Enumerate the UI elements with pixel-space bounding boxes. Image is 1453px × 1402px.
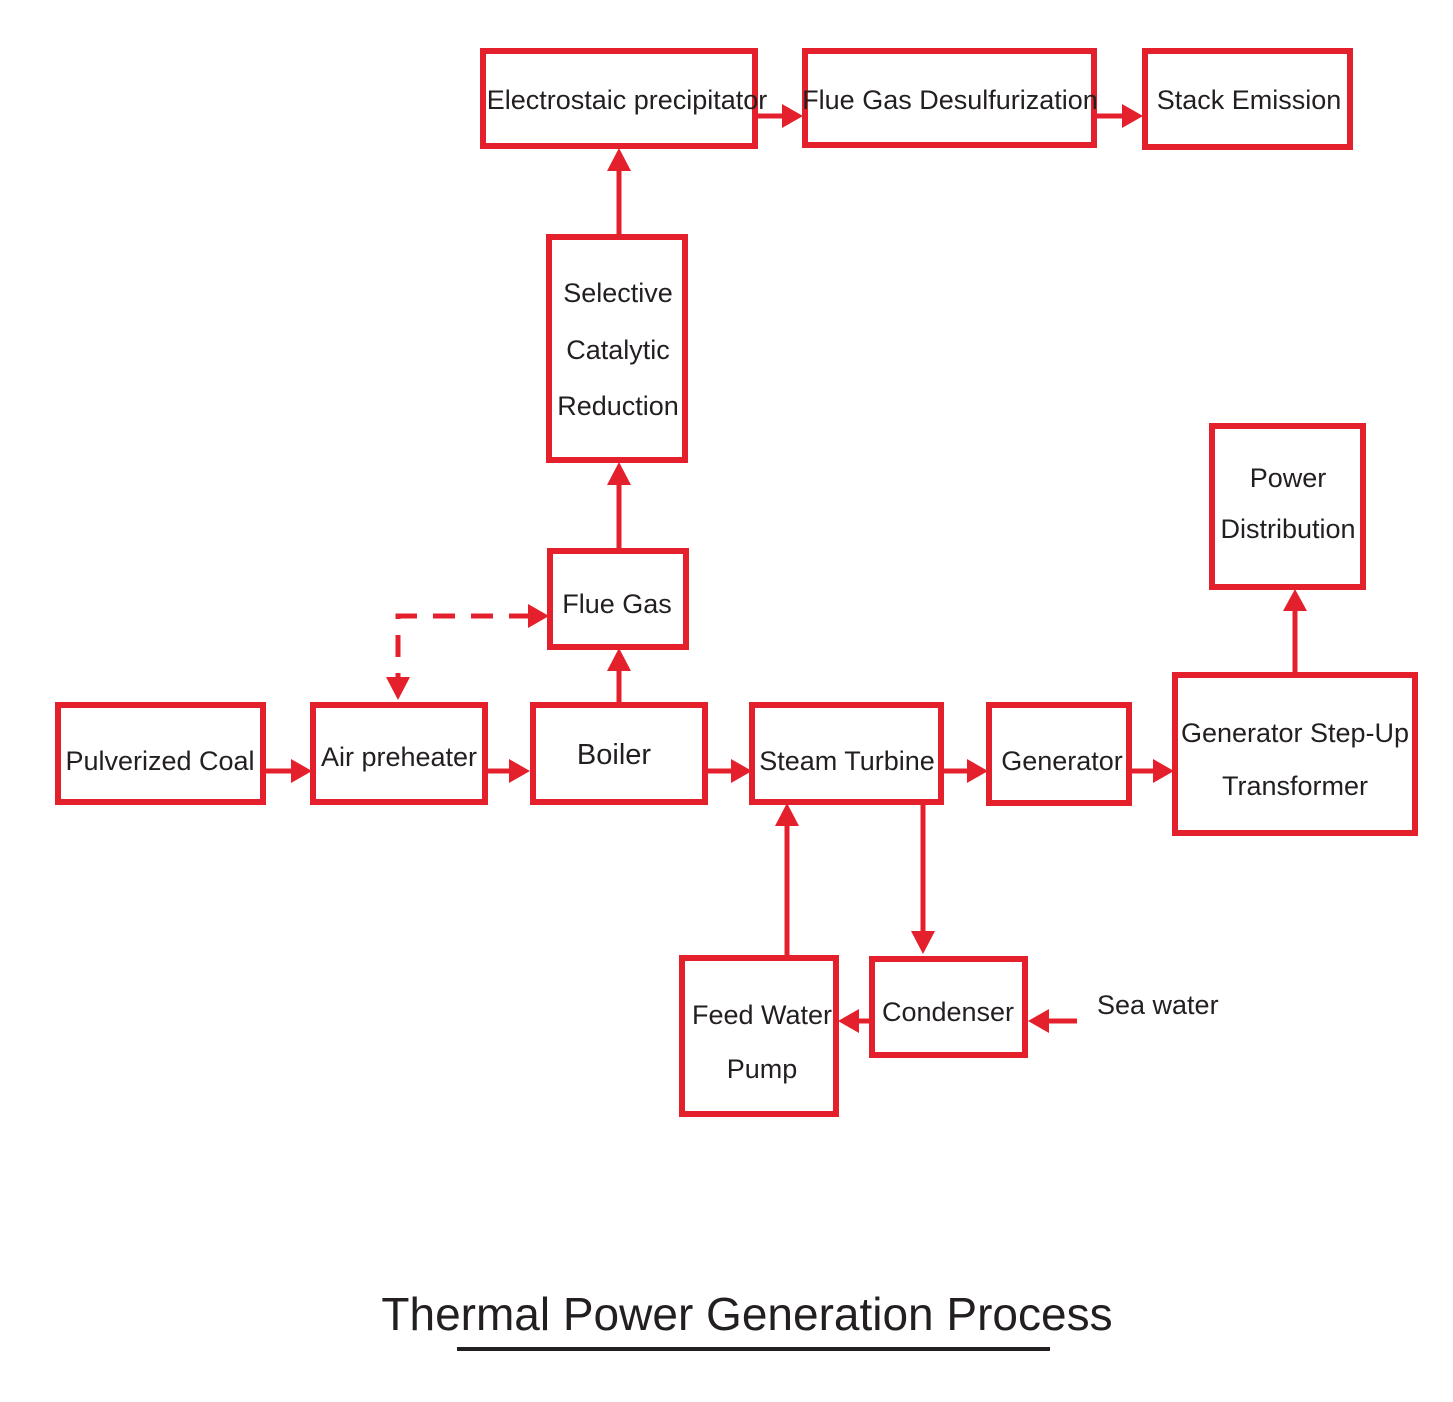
arrowhead (731, 759, 752, 783)
node-condenser: Condenser (869, 956, 1028, 1058)
node-selective-catalytic-reduction: Selective Catalytic Reduction (546, 234, 688, 463)
node-label-line-1: Selective (563, 278, 673, 308)
arrowhead (911, 931, 935, 954)
node-label-line-1: Generator Step-Up (1181, 718, 1409, 748)
arrowhead (967, 759, 988, 783)
node-label-line-2: Distribution (1220, 514, 1355, 544)
node-label: Flue Gas (562, 589, 672, 619)
edge-flue-gas-air-preheater-dashed (395, 613, 531, 680)
node-boiler: Boiler (530, 702, 708, 805)
arrowhead (782, 104, 803, 128)
node-label: Pulverized Coal (65, 746, 254, 776)
node-label: Boiler (577, 739, 651, 771)
node-pulverized-coal: Pulverized Coal (55, 702, 266, 805)
node-label-line-2: Pump (727, 1054, 798, 1084)
node-label-line-2: Transformer (1222, 771, 1368, 801)
node-flue-gas: Flue Gas (547, 548, 689, 650)
node-layer: Pulverized Coal Air preheater Boiler Ste… (55, 48, 1418, 1117)
node-label-line-1: Power (1250, 463, 1327, 493)
arrowhead (528, 604, 549, 628)
node-feed-water-pump: Feed Water Pump (679, 955, 839, 1117)
node-stack-emission: Stack Emission (1142, 48, 1353, 150)
title-text: Thermal Power Generation Process (381, 1288, 1112, 1340)
arrowhead (1283, 589, 1307, 611)
node-generator: Generator (986, 702, 1132, 806)
sea-water-label: Sea water (1097, 990, 1219, 1020)
node-label: Stack Emission (1157, 85, 1342, 115)
arrowhead (607, 648, 631, 671)
arrowhead (1028, 1009, 1049, 1033)
node-label: Steam Turbine (759, 746, 935, 776)
node-label: Flue Gas Desulfurization (802, 85, 1098, 115)
node-label-line-3: Reduction (557, 391, 679, 421)
arrowhead (838, 1009, 859, 1033)
node-label: Air preheater (321, 742, 477, 772)
node-air-preheater: Air preheater (310, 702, 488, 805)
connector-layer (263, 104, 1307, 1033)
arrowhead (775, 803, 799, 826)
node-power-distribution: Power Distribution (1209, 423, 1366, 590)
node-label: Electrostaic precipitator (487, 85, 768, 115)
node-steam-turbine: Steam Turbine (749, 702, 944, 805)
arrowhead (291, 759, 312, 783)
node-flue-gas-desulfurization: Flue Gas Desulfurization (802, 48, 1098, 148)
node-generator-step-up-transformer: Generator Step-Up Transformer (1172, 672, 1418, 836)
node-label: Condenser (882, 997, 1014, 1027)
arrowhead (607, 148, 631, 171)
arrowhead (386, 677, 410, 700)
arrowhead (509, 759, 530, 783)
arrowhead (1122, 104, 1143, 128)
node-label: Generator (1001, 746, 1123, 776)
arrowhead (607, 462, 631, 485)
node-label-line-2: Catalytic (566, 335, 670, 365)
arrowhead (1153, 759, 1174, 783)
node-label-line-1: Feed Water (692, 1000, 832, 1030)
node-electrostatic-precipitator: Electrostaic precipitator (480, 48, 768, 149)
diagram-title: Thermal Power Generation Process (381, 1288, 1113, 1351)
